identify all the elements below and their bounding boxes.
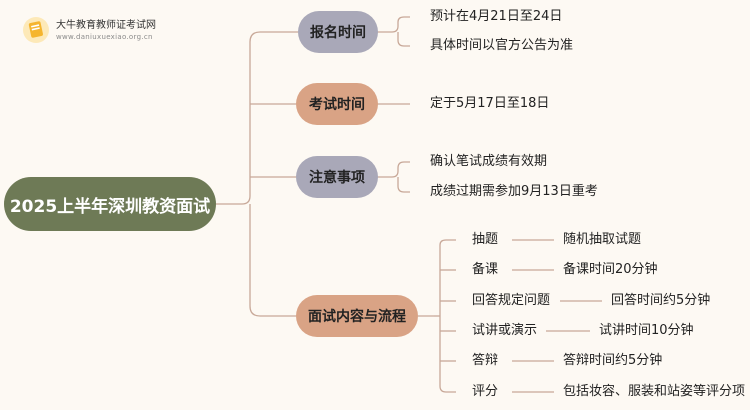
step-detail: 包括妆容、服装和站姿等评分项 (563, 384, 746, 399)
book-icon (23, 17, 49, 43)
connector-root (216, 31, 298, 205)
branch-registration: 报名时间 (298, 11, 378, 53)
root-node: 2025上半年深圳教资面试 (4, 177, 216, 231)
branch-interview-process: 面试内容与流程 (296, 295, 418, 337)
step-label: 抽题 (472, 232, 499, 247)
logo-name: 大牛教育教师证考试网 (56, 19, 156, 31)
leaf-registration-1: 预计在4月21日至24日 (430, 9, 563, 24)
connector-root-b4 (249, 204, 296, 317)
connector-b4-trunk (418, 239, 456, 393)
connector-b3 (377, 161, 410, 193)
leaf-exam-time-1: 定于5月17日至18日 (430, 96, 550, 111)
step-detail: 答辩时间约5分钟 (563, 353, 663, 368)
branch-notes: 注意事项 (296, 156, 378, 198)
leaf-notes-1: 确认笔试成绩有效期 (430, 154, 548, 169)
connector-b1 (377, 16, 410, 47)
step-detail: 备课时间20分钟 (563, 262, 658, 277)
leaf-registration-2: 具体时间以官方公告为准 (430, 38, 574, 53)
step-label: 试讲或演示 (472, 323, 538, 338)
logo: 大牛教育教师证考试网 www.daniuxuexiao.org.cn (22, 16, 156, 44)
step-label: 答辩 (472, 353, 499, 368)
step-detail: 试讲时间10分钟 (599, 323, 694, 338)
step-detail: 随机抽取试题 (563, 232, 642, 247)
step-label: 评分 (472, 384, 499, 399)
branch-exam-time: 考试时间 (296, 83, 378, 125)
step-label: 备课 (472, 262, 499, 277)
leaf-notes-2: 成绩过期需参加9月13日重考 (430, 184, 598, 199)
logo-url: www.daniuxuexiao.org.cn (56, 32, 153, 41)
step-detail: 回答时间约5分钟 (611, 293, 711, 308)
step-label: 回答规定问题 (472, 293, 551, 308)
